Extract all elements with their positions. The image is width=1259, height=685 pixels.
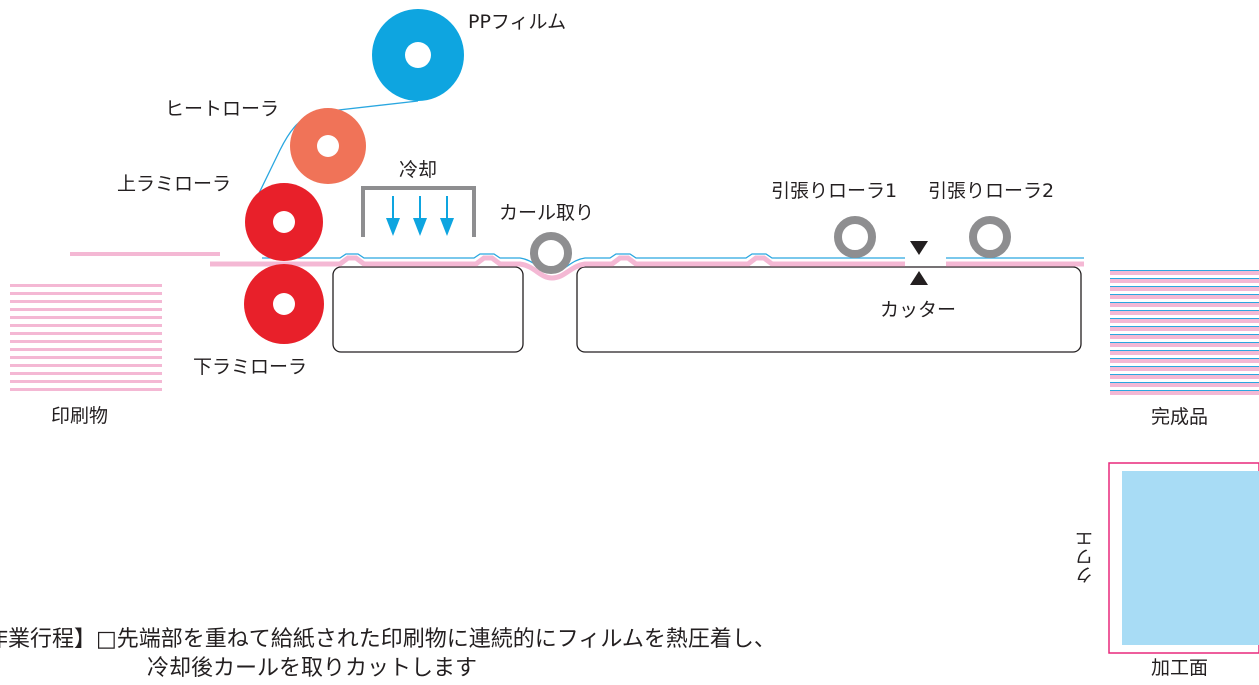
grain-label: クワエ: [1075, 530, 1096, 584]
heat-roller-label: ヒートローラ: [165, 98, 280, 120]
cooling-unit-icon: [361, 186, 476, 237]
processed-face-label: 加工面: [1151, 657, 1209, 679]
pull-roller-2-icon: [969, 216, 1011, 258]
conveyor-table-left: [332, 266, 524, 353]
finished-product-label: 完成品: [1151, 406, 1209, 428]
upper-lami-roller-icon: [245, 183, 323, 261]
cutter-label: カッター: [880, 299, 957, 321]
heat-roller-icon: [290, 108, 366, 184]
cutter-icon: [910, 241, 928, 285]
paper-web: [210, 255, 905, 281]
pull-roller-1-icon: [834, 216, 876, 258]
finished-products-stack: [1110, 270, 1259, 395]
printed-matter-label: 印刷物: [51, 405, 109, 427]
lower-lami-roller-label: 下ラミローラ: [193, 356, 308, 378]
process-description-line2: 冷却後カールを取りカットします: [147, 656, 478, 681]
curl-remover-label: カール取り: [499, 202, 595, 224]
lower-lami-roller-icon: [244, 264, 324, 344]
pp-film-roll-icon: [372, 9, 464, 101]
cooling-label: 冷却: [399, 159, 438, 181]
conveyor-table-right: [576, 266, 1082, 353]
pull-roller-2-label: 引張りローラ2: [928, 180, 1055, 202]
upper-lami-roller-label: 上ラミローラ: [117, 173, 232, 195]
curl-remover-roller-icon: [530, 232, 572, 274]
pull-roller-1-label: 引張りローラ1: [771, 180, 898, 202]
process-description-line1: 作業行程】□先端部を重ねて給紙された印刷物に連続的にフィルムを熱圧着し、: [0, 627, 776, 652]
processed-face-fill: [1122, 471, 1259, 645]
pp-film-label: PPフィルム: [468, 11, 567, 33]
incoming-sheet: [70, 252, 220, 256]
printed-sheets-stack: [10, 284, 162, 391]
